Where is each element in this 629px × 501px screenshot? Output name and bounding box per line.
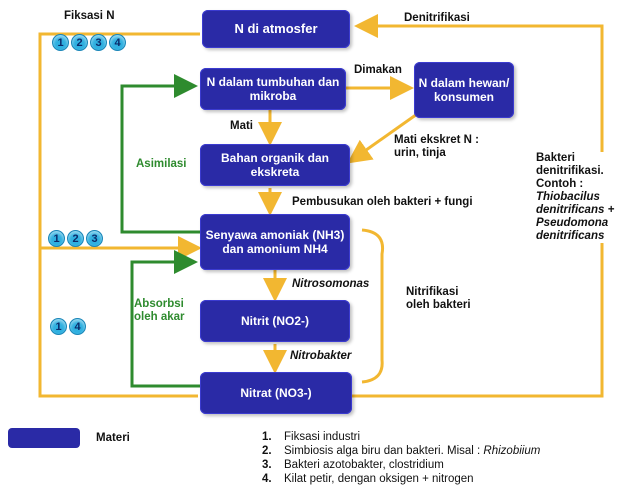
note-item: 1. Fiksasi industri — [262, 431, 361, 443]
ekskret-arrow — [347, 110, 421, 164]
legend-swatch — [8, 428, 80, 448]
box-n-tumbuhan: N dalam tumbuhan dan mikroba — [200, 68, 346, 110]
label-fiksasi: Fiksasi N — [64, 10, 115, 22]
label-nitrosomonas: Nitrosomonas — [292, 278, 370, 290]
label-asimilasi: Asimilasi — [136, 158, 187, 170]
legend-materi-label: Materi — [96, 432, 130, 444]
notes-list: 1. Fiksasi industri 2. Simbiosis alga bi… — [262, 430, 540, 486]
absorbsi-arrow — [130, 250, 200, 388]
label-mati: Mati — [230, 120, 253, 132]
note-item: 2. Simbiosis alga biru dan bakteri. Misa… — [262, 445, 541, 457]
note-item: 3. Bakteri azotobakter, clostridium — [262, 459, 444, 471]
bubbles-lower: 1 4 — [50, 318, 86, 335]
bubble-1: 1 — [50, 318, 67, 335]
bakteri-denit-line3: Pseudomona denitrificans — [536, 217, 609, 242]
box-n-atmosfer: N di atmosfer — [202, 10, 350, 48]
bakteri-denit-line1: Bakteri denitrifikasi. Contoh : — [536, 152, 604, 190]
bubbles-top: 1 2 3 4 — [52, 34, 126, 51]
box-nitrat: Nitrat (NO3-) — [200, 372, 352, 414]
label-nitrifikasi: Nitrifikasi oleh bakteri — [406, 286, 471, 311]
box-n-hewan: N dalam hewan/ konsumen — [414, 62, 514, 118]
box-bahan-organik: Bahan organik dan ekskreta — [200, 144, 350, 186]
label-dimakan: Dimakan — [354, 64, 402, 76]
bubble-4: 4 — [109, 34, 126, 51]
bubble-2: 2 — [67, 230, 84, 247]
bubble-3: 3 — [86, 230, 103, 247]
label-nitrobakter: Nitrobakter — [290, 350, 352, 362]
label-absorbsi: Absorbsi oleh akar — [134, 298, 198, 324]
bubbles-middle: 1 2 3 — [48, 230, 103, 247]
fiksasi-left-loop — [38, 32, 200, 398]
label-denitrifikasi: Denitrifikasi — [404, 12, 470, 24]
note-item: 4. Kilat petir, dengan oksigen + nitroge… — [262, 473, 474, 485]
bubble-2: 2 — [71, 34, 88, 51]
box-nitrit: Nitrit (NO2-) — [200, 300, 350, 342]
bubble-3: 3 — [90, 34, 107, 51]
label-pembusukan: Pembusukan oleh bakteri + fungi — [292, 196, 473, 208]
label-bakteri-denitrifikasi: Bakteri denitrifikasi. Contoh : Thiobaci… — [536, 152, 626, 243]
bakteri-denit-line2: Thiobacilus denitrificans + — [536, 191, 615, 216]
bubble-4: 4 — [69, 318, 86, 335]
label-mati-ekskret: Mati ekskret N : urin, tinja — [394, 134, 480, 159]
asimilasi-arrow — [120, 74, 200, 234]
nitrifikasi-bracket — [361, 228, 385, 384]
bubble-1: 1 — [48, 230, 65, 247]
bubble-1: 1 — [52, 34, 69, 51]
box-amoniak: Senyawa amoniak (NH3) dan amonium NH4 — [200, 214, 350, 270]
